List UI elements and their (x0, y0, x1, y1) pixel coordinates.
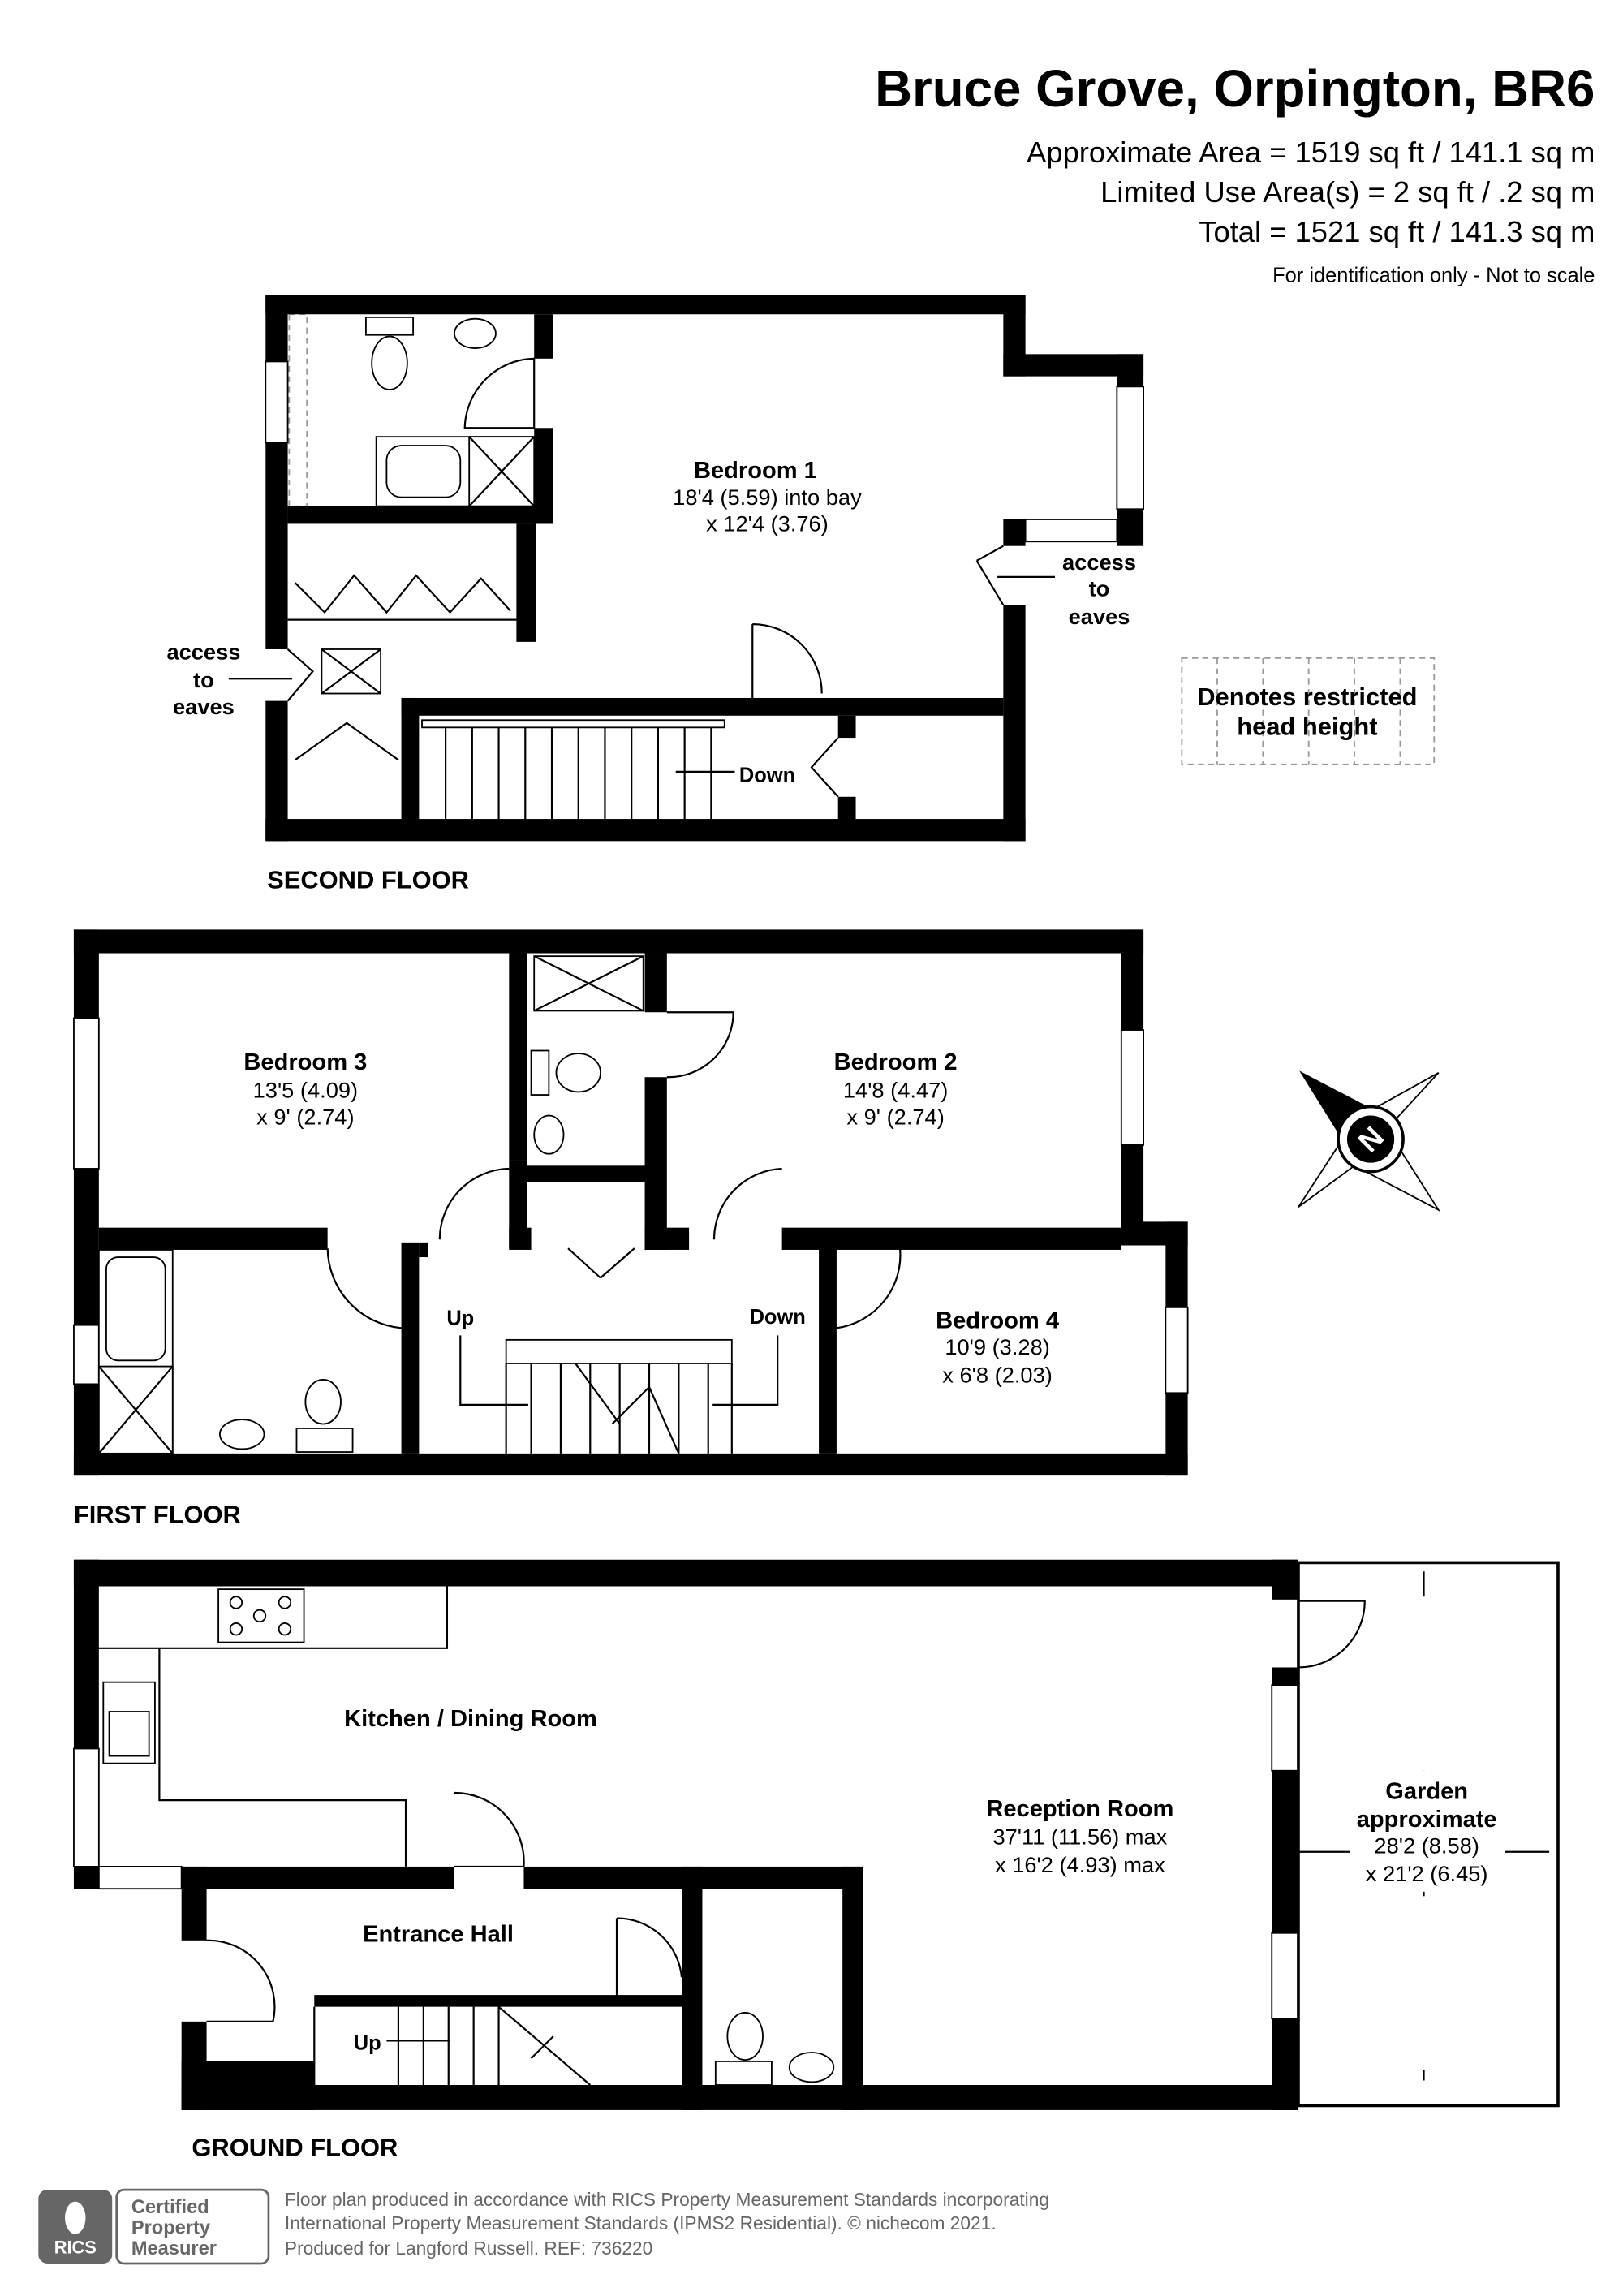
bedroom3-dim2: x 9' (2.74) (256, 1104, 354, 1129)
footer-text: Floor plan produced in accordance with R… (285, 2189, 1049, 2210)
approx-area: Approximate Area = 1519 sq ft / 141.1 sq… (1027, 136, 1595, 169)
eaves-left-label: access (166, 640, 240, 665)
eaves-right-label: to (1089, 576, 1110, 601)
first-floor-plan: Up Down Bedroom 3 13'5 (4.09) x 9' (2.74… (73, 929, 1189, 1528)
stairs-down-label: Down (739, 765, 795, 787)
garden-dim1: 28'2 (8.58) (1374, 1833, 1479, 1859)
bedroom4-name: Bedroom 4 (936, 1307, 1060, 1333)
rics-badge: RICS Certified Property Measurer (38, 2188, 270, 2265)
bedroom4-dim2: x 6'8 (2.03) (942, 1363, 1053, 1388)
garden-dim2: x 21'2 (6.45) (1366, 1861, 1488, 1886)
bedroom4-dim1: 10'9 (3.28) (945, 1334, 1050, 1359)
bedroom1-name: Bedroom 1 (694, 458, 817, 484)
stairs-down-label: Down (750, 1306, 806, 1329)
bedroom1-dim1: 18'4 (5.59) into bay (673, 485, 862, 510)
bedroom2-dim1: 14'8 (4.47) (843, 1078, 949, 1103)
garden-name: Garden (1385, 1778, 1468, 1804)
legend-text: head height (1237, 712, 1377, 740)
stairs-up-label: Up (354, 2031, 381, 2054)
rics-logo-text: RICS (54, 2237, 97, 2257)
second-floor-label: SECOND FLOOR (267, 866, 469, 894)
eaves-left-label: eaves (173, 694, 235, 719)
legend-text: Denotes restricted (1197, 683, 1417, 711)
eaves-left-label: to (193, 667, 214, 692)
bedroom2-dim2: x 9' (2.74) (846, 1104, 944, 1129)
limited-area: Limited Use Area(s) = 2 sq ft / .2 sq m (1100, 175, 1595, 209)
badge-line: Property (131, 2218, 211, 2239)
restricted-height-legend: Denotes restricted head height (1181, 657, 1436, 765)
ground-floor-label: GROUND FLOOR (192, 2133, 398, 2161)
second-floor-plan: Down Bedroom 1 18'4 (5.59) into bay x 12… (166, 295, 1144, 894)
eaves-right-label: eaves (1069, 604, 1130, 629)
disclaimer: For identification only - Not to scale (1272, 264, 1595, 286)
garden-name: approximate (1357, 1807, 1497, 1833)
eaves-right-label: access (1062, 549, 1136, 575)
reception-dim1: 37'11 (11.56) max (992, 1824, 1167, 1850)
bedroom1-dim2: x 12'4 (3.76) (706, 511, 829, 536)
stair-treads (313, 2005, 591, 2086)
property-title: Bruce Grove, Orpington, BR6 (875, 60, 1595, 118)
badge-line: Measurer (131, 2238, 217, 2259)
bedroom3-dim1: 13'5 (4.09) (253, 1078, 359, 1103)
reception-dim2: x 16'2 (4.93) max (995, 1852, 1165, 1877)
hall-name: Entrance Hall (363, 1922, 514, 1948)
footer-text: Produced for Langford Russell. REF: 7362… (285, 2238, 652, 2259)
ground-floor-plan: Garden approximate 28'2 (8.58) x 21'2 (6… (73, 1559, 1560, 2161)
bedroom2-name: Bedroom 2 (834, 1049, 958, 1075)
total-area: Total = 1521 sq ft / 141.3 sq m (1199, 215, 1595, 248)
kitchen-name: Kitchen / Dining Room (344, 1706, 597, 1732)
reception-name: Reception Room (986, 1796, 1173, 1822)
stair-treads (445, 727, 712, 820)
first-floor-label: FIRST FLOOR (74, 1500, 241, 1528)
bedroom3-name: Bedroom 3 (243, 1049, 367, 1075)
compass-icon: N (1298, 1070, 1441, 1213)
badge-line: Certified (131, 2197, 209, 2218)
footer-text: International Property Measurement Stand… (285, 2212, 997, 2234)
stairs-up-label: Up (446, 1307, 474, 1330)
stair-treads (505, 1363, 733, 1454)
